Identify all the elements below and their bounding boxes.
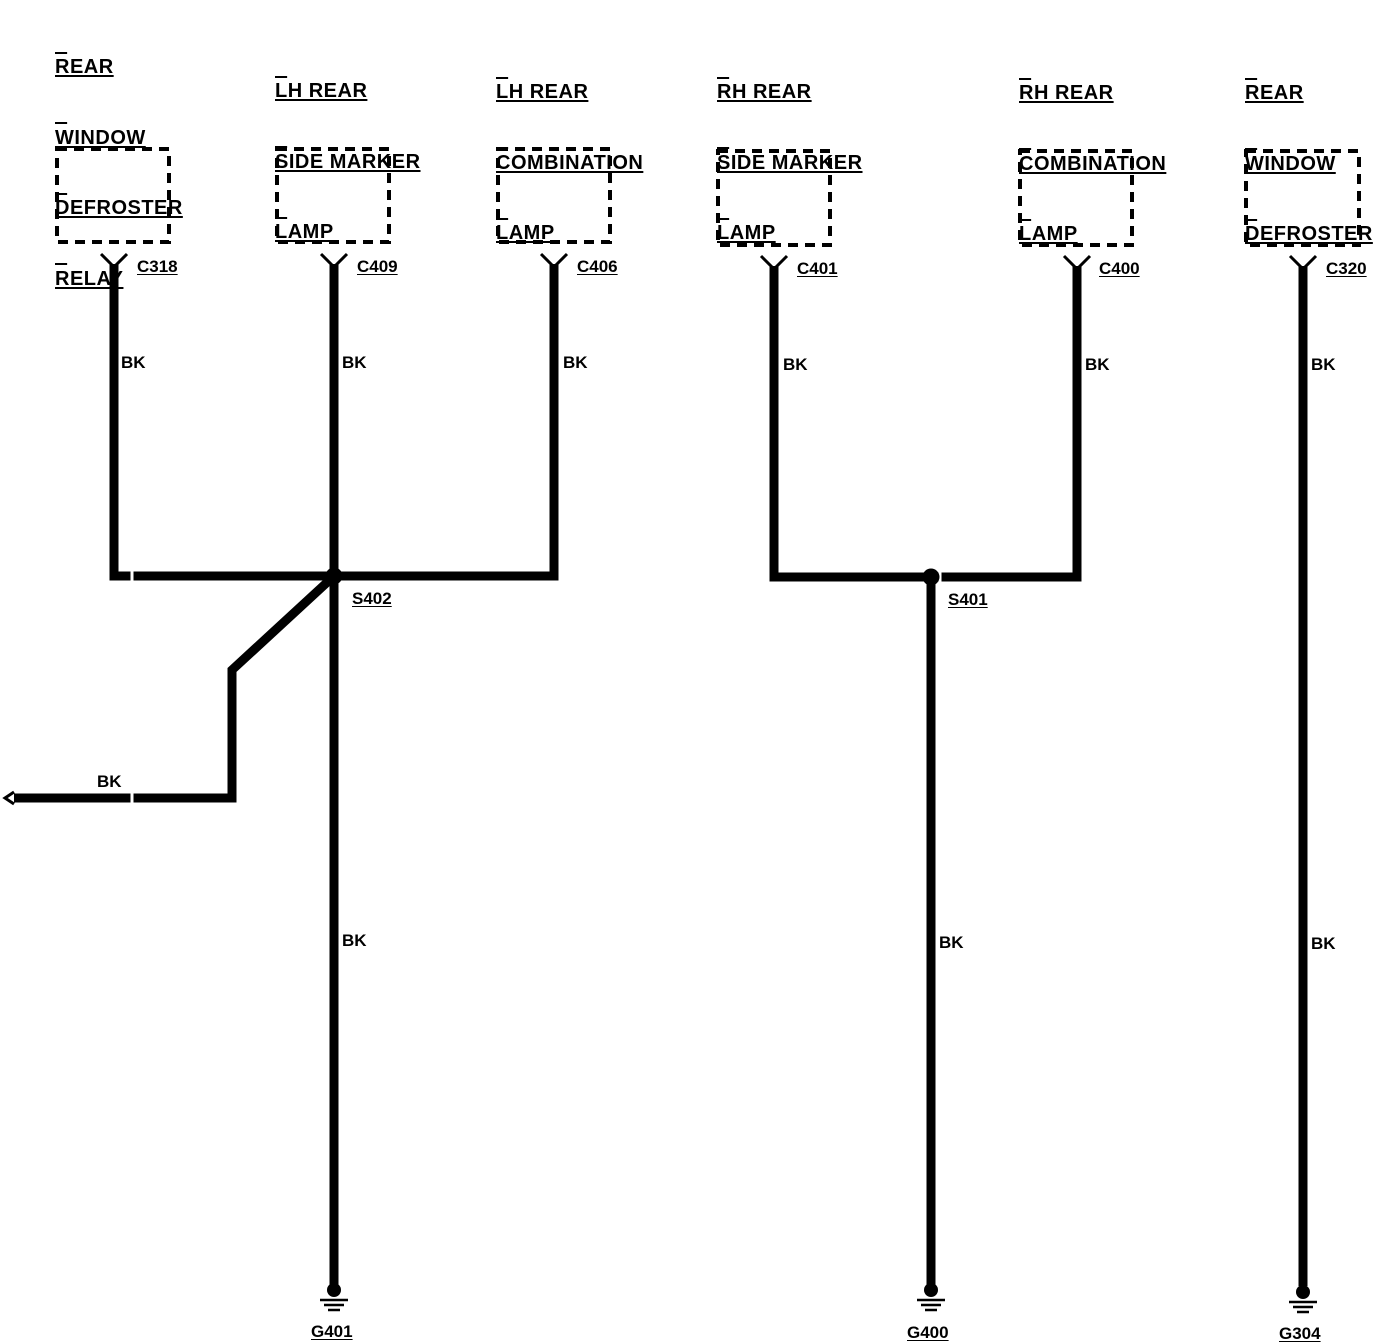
wire-s402-side-branch xyxy=(14,572,338,803)
wire-color-label: BK xyxy=(342,353,367,372)
ground-symbol-g401 xyxy=(320,1298,348,1312)
ground-terminal-g400 xyxy=(924,1283,938,1297)
component-box-rh-rear-side-marker-lamp xyxy=(716,149,832,247)
wire-color-label: BK xyxy=(121,353,146,372)
wire-c400-to-s401 xyxy=(931,266,1082,582)
splice-dot-s402 xyxy=(325,567,343,585)
component-box-rh-rear-combination-lamp xyxy=(1018,149,1134,247)
component-box-rear-window-defroster-relay xyxy=(55,147,171,244)
wire-color-label: BK xyxy=(1311,934,1336,953)
component-label-rear-window-defroster: REAR WINDOW DEFROSTER xyxy=(1245,82,1373,245)
ground-terminal-g401 xyxy=(327,1283,341,1297)
ground-label-g304: G304 xyxy=(1279,1324,1321,1343)
wire-c401-to-s401 xyxy=(769,266,931,582)
component-box-rear-window-defroster xyxy=(1244,149,1361,247)
component-label-rh-rear-combination-lamp: RH REAR COMBINATION LAMP xyxy=(1019,82,1167,245)
splice-dot-s401 xyxy=(922,568,940,586)
connector-label-c401: C401 xyxy=(797,259,838,278)
wire-color-label: BK xyxy=(939,933,964,952)
splice-label-s402: S402 xyxy=(352,589,392,608)
wire-c318-to-s402 xyxy=(109,264,334,581)
ground-symbol-g304 xyxy=(1289,1300,1317,1314)
wire-c406-to-s402 xyxy=(334,264,559,581)
connector-label-c406: C406 xyxy=(577,257,618,276)
splice-label-s401: S401 xyxy=(948,590,988,609)
wire-color-label: BK xyxy=(1085,355,1110,374)
continuation-arrow-icon xyxy=(2,790,15,806)
ground-label-g400: G400 xyxy=(907,1323,949,1342)
wire-color-label: BK xyxy=(563,353,588,372)
component-label-rear-window-defroster-relay: REAR WINDOW DEFROSTER RELAY xyxy=(55,56,183,290)
ground-terminal-g304 xyxy=(1296,1285,1310,1299)
connector-label-c320: C320 xyxy=(1326,259,1367,278)
connector-label-c400: C400 xyxy=(1099,259,1140,278)
component-box-lh-rear-combination-lamp xyxy=(496,147,612,244)
connector-label-c409: C409 xyxy=(357,257,398,276)
ground-label-g401: G401 xyxy=(311,1322,353,1341)
wire-color-label: BK xyxy=(1311,355,1336,374)
ground-symbol-g400 xyxy=(917,1298,945,1312)
component-label-lh-rear-side-marker-lamp: LH REAR SIDE MARKER LAMP xyxy=(275,80,421,243)
connector-label-c318: C318 xyxy=(137,257,178,276)
component-box-lh-rear-side-marker-lamp xyxy=(275,147,391,244)
wire-color-label: BK xyxy=(342,931,367,950)
wire-color-label: BK xyxy=(783,355,808,374)
component-label-lh-rear-combination-lamp: LH REAR COMBINATION LAMP xyxy=(496,81,644,244)
wire-color-label: BK xyxy=(97,772,122,791)
component-label-rh-rear-side-marker-lamp: RH REAR SIDE MARKER LAMP xyxy=(717,81,863,244)
